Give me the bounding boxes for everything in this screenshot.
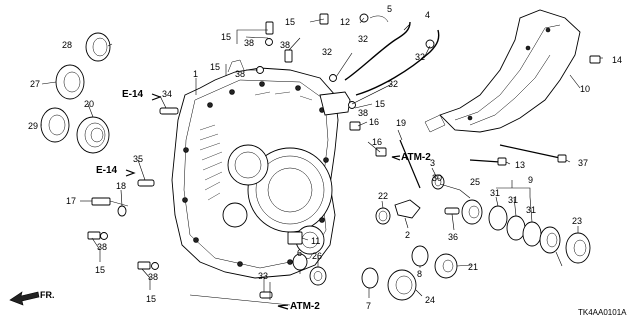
- washer-30: [431, 174, 445, 190]
- callout-33: 33: [258, 271, 268, 281]
- callout-23: 23: [572, 216, 582, 226]
- pin-33: [259, 291, 273, 299]
- callout-15c: 15: [285, 17, 295, 27]
- callout-5: 5: [387, 4, 392, 14]
- plate-7: [361, 267, 379, 289]
- diagram-code: TK4AA0101A: [578, 308, 627, 317]
- seal-27: [55, 64, 85, 100]
- gear-9: [539, 226, 561, 254]
- bearing-21: [434, 253, 458, 279]
- callout-16a: 16: [369, 117, 379, 127]
- ref-e14-top: E-14: [122, 89, 144, 100]
- callout-32a: 32: [358, 34, 368, 44]
- callout-26: 26: [312, 251, 322, 261]
- ref-atm2-mid: ATM-2: [401, 152, 431, 163]
- callout-15d: 15: [375, 99, 385, 109]
- callout-2: 2: [405, 230, 410, 240]
- callout-11: 11: [311, 236, 320, 246]
- transmission-housing: [171, 59, 351, 279]
- seal-8: [411, 245, 429, 267]
- dowel-pin-35: [137, 179, 155, 187]
- callout-27: 27: [30, 79, 40, 89]
- seal-29: [40, 107, 70, 143]
- callout-16b: 16: [372, 137, 382, 147]
- callout-labels: 1 15 38 15 38 15 38 12 5 32 4 32 32 32 1…: [28, 4, 622, 311]
- callout-14: 14: [612, 55, 622, 65]
- callout-38b: 38: [235, 69, 245, 79]
- seal-28: [85, 32, 111, 62]
- bolt-cluster-top: [256, 13, 329, 74]
- callout-31c: 31: [526, 205, 536, 215]
- bearing-26: [309, 266, 327, 286]
- dowel-pin-34: [159, 107, 179, 115]
- bracket-11: [287, 231, 303, 245]
- sensor-16: [349, 121, 387, 157]
- ref-atm2-bottom: ATM-2: [290, 301, 320, 312]
- bolt-cluster-left: [87, 231, 159, 270]
- callout-37: 37: [578, 158, 588, 168]
- callout-38f: 38: [148, 272, 158, 282]
- cross-references: E-14 E-14 ATM-2 ATM-2: [96, 89, 431, 312]
- oil-pipes: [329, 13, 440, 109]
- callout-20: 20: [84, 99, 94, 109]
- callout-31a: 31: [490, 188, 500, 198]
- bearing-24: [387, 269, 417, 301]
- callout-3: 3: [430, 158, 435, 168]
- direction-label: FR.: [40, 290, 55, 300]
- washer-18: [117, 205, 127, 217]
- callout-15f: 15: [146, 294, 156, 304]
- callout-25: 25: [470, 177, 480, 187]
- callout-36: 36: [448, 232, 458, 242]
- callout-24: 24: [425, 295, 435, 305]
- callout-32c: 32: [322, 47, 332, 57]
- callout-38c: 38: [280, 40, 290, 50]
- callout-21: 21: [468, 262, 478, 272]
- seal-22: [375, 207, 391, 225]
- callout-34: 34: [162, 89, 172, 99]
- callout-4: 4: [425, 10, 430, 20]
- long-bolts: [469, 55, 601, 166]
- callout-13: 13: [515, 160, 525, 170]
- bolt-17: [91, 197, 129, 207]
- callout-6: 6: [297, 248, 302, 258]
- callout-22: 22: [378, 191, 388, 201]
- callout-9: 9: [528, 175, 533, 185]
- bearing-23: [565, 232, 591, 264]
- callout-7: 7: [366, 301, 371, 311]
- callout-8: 8: [417, 269, 422, 279]
- callout-38a: 38: [244, 38, 254, 48]
- callout-30: 30: [432, 173, 442, 183]
- bearing-25: [461, 199, 483, 225]
- callout-31b: 31: [508, 195, 518, 205]
- callout-35: 35: [133, 154, 143, 164]
- callout-12: 12: [340, 17, 350, 27]
- callout-10: 10: [580, 84, 590, 94]
- callout-32b: 32: [415, 52, 425, 62]
- callout-15a: 15: [221, 32, 231, 42]
- lever-2: [394, 199, 421, 219]
- callout-32d: 32: [388, 79, 398, 89]
- callout-38d: 38: [358, 108, 368, 118]
- leader-lines: [41, 17, 603, 300]
- cover-plate: [424, 9, 581, 133]
- snap-rings-31: [488, 205, 542, 247]
- bearing-20: [76, 116, 110, 154]
- callout-15e: 15: [95, 265, 105, 275]
- callout-38e: 38: [97, 242, 107, 252]
- callout-17: 17: [66, 196, 76, 206]
- callout-18: 18: [116, 181, 126, 191]
- ref-e14-left: E-14: [96, 165, 118, 176]
- callout-15b: 15: [210, 62, 220, 72]
- pin-36: [444, 207, 460, 215]
- callout-28: 28: [62, 40, 72, 50]
- callout-19: 19: [396, 118, 406, 128]
- callout-29: 29: [28, 121, 38, 131]
- callout-1: 1: [193, 69, 198, 79]
- pipe-19: [399, 139, 421, 189]
- front-direction-arrow: FR.: [9, 290, 55, 306]
